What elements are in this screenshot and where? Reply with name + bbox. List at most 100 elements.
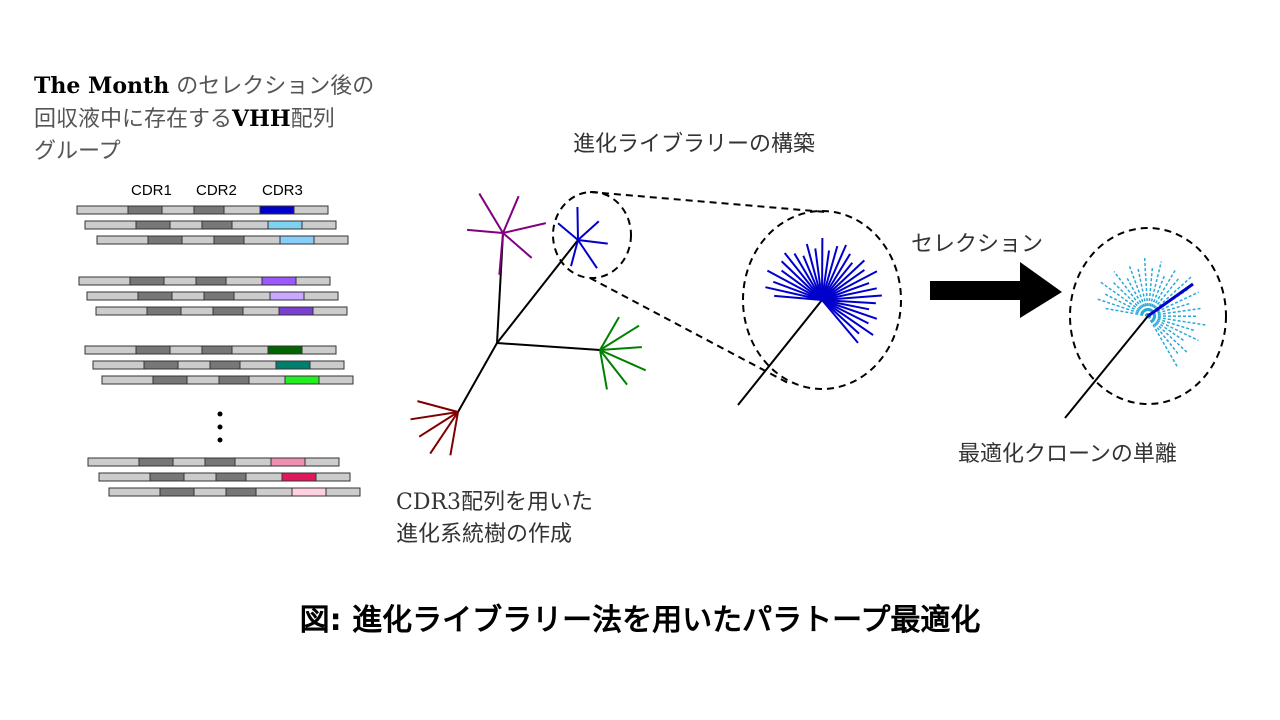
fan-branch bbox=[814, 248, 823, 301]
sequence-row bbox=[78, 276, 331, 286]
selected-trunk bbox=[1064, 315, 1149, 419]
selection-arrow bbox=[930, 262, 1062, 318]
sequence-segment bbox=[212, 306, 244, 316]
sequence-segment bbox=[201, 220, 233, 230]
fan-branch bbox=[821, 262, 854, 301]
intro-vhh: VHH bbox=[232, 106, 291, 132]
fan-branch bbox=[410, 411, 459, 421]
fan-branch bbox=[1104, 307, 1149, 317]
fan-branch bbox=[821, 245, 839, 301]
fan-branch bbox=[1147, 315, 1189, 354]
fan-branch bbox=[599, 324, 640, 351]
sequence-segment bbox=[129, 276, 165, 286]
sequence-segment bbox=[225, 487, 257, 497]
sequence-segment bbox=[209, 360, 241, 370]
cdr1-header: CDR1 bbox=[131, 182, 172, 199]
branch-blue-fan bbox=[557, 206, 608, 269]
sequence-row bbox=[84, 345, 337, 355]
fan-branch bbox=[577, 239, 608, 245]
sequence-segment bbox=[239, 360, 277, 370]
sequence-segment bbox=[108, 487, 161, 497]
cdr2-header: CDR2 bbox=[196, 182, 237, 199]
sequence-segment bbox=[138, 457, 174, 467]
sequence-segment bbox=[213, 235, 245, 245]
sequence-segment bbox=[245, 472, 283, 482]
sequence-segment bbox=[177, 360, 211, 370]
phylo-tree bbox=[457, 232, 601, 413]
fan-branch bbox=[467, 228, 504, 234]
fan-branch bbox=[1147, 278, 1179, 317]
fan-branch bbox=[1147, 315, 1199, 342]
sequence-segment bbox=[312, 306, 348, 316]
intro-line3: グループ bbox=[34, 139, 121, 164]
sequence-segment bbox=[233, 291, 271, 301]
sequence-segment bbox=[98, 472, 151, 482]
sequence-row bbox=[87, 457, 340, 467]
fan-branch bbox=[1137, 268, 1149, 317]
isolation-label: 最適化クローンの単離 bbox=[958, 442, 1177, 467]
sequence-segment bbox=[152, 375, 188, 385]
fan-branch bbox=[1147, 274, 1166, 317]
sequence-segment bbox=[261, 276, 297, 286]
fan-branch bbox=[821, 294, 882, 301]
fan-branch bbox=[1128, 265, 1149, 317]
fan-branch bbox=[821, 270, 878, 301]
intro-line2-pre: 回収液中に存在する bbox=[34, 107, 233, 132]
fan-branch bbox=[765, 286, 823, 301]
fan-branch bbox=[802, 255, 823, 301]
sequence-segment bbox=[186, 375, 220, 385]
fan-branch bbox=[1126, 277, 1149, 317]
sequence-segment bbox=[269, 291, 305, 301]
fan-branch bbox=[821, 269, 865, 301]
sequence-segment bbox=[291, 487, 327, 497]
fan-branch bbox=[1104, 293, 1149, 317]
sequence-segment bbox=[87, 457, 140, 467]
sequence-segment bbox=[255, 487, 293, 497]
sequence-segment bbox=[84, 220, 137, 230]
sequence-segment bbox=[180, 306, 214, 316]
sequence-segment bbox=[181, 235, 215, 245]
fan-branch bbox=[498, 232, 504, 275]
sequence-segment bbox=[270, 457, 306, 467]
sequence-segment bbox=[275, 360, 311, 370]
intro-line1-rest: のセレクション後の bbox=[176, 74, 375, 99]
sequence-segment bbox=[135, 220, 171, 230]
fan-branch bbox=[417, 400, 459, 413]
fan-branch bbox=[1147, 291, 1199, 317]
sequence-segment bbox=[201, 345, 233, 355]
sequence-segment bbox=[242, 306, 280, 316]
sequence-segment bbox=[96, 235, 149, 245]
tree-label-line1: CDR3配列を用いた bbox=[396, 490, 594, 515]
library-construction-label: 進化ライブラリーの構築 bbox=[573, 132, 816, 157]
sequence-segment bbox=[95, 306, 148, 316]
branch-purple-fan bbox=[467, 193, 547, 275]
sequence-segment bbox=[284, 375, 320, 385]
selected-clone-branch bbox=[1147, 282, 1194, 318]
fan-branch bbox=[821, 299, 869, 325]
fan-branch bbox=[1147, 315, 1196, 332]
fan-branch bbox=[570, 239, 579, 267]
fan-branch bbox=[599, 346, 642, 351]
sequence-segment bbox=[231, 345, 269, 355]
fan-branch bbox=[577, 239, 598, 269]
fan-branch bbox=[502, 232, 533, 259]
fan-branch bbox=[821, 282, 870, 301]
branch-green-fan bbox=[599, 316, 647, 390]
sequence-segment bbox=[92, 360, 145, 370]
sequence-segment bbox=[137, 291, 173, 301]
zoom-circles bbox=[552, 191, 1227, 405]
fan-branch bbox=[1113, 271, 1149, 317]
sequence-segment bbox=[248, 375, 286, 385]
fan-branch bbox=[557, 222, 579, 241]
sequence-segment bbox=[234, 457, 272, 467]
sequence-segment bbox=[147, 235, 183, 245]
fan-branch bbox=[780, 260, 823, 301]
sequence-segment bbox=[309, 360, 345, 370]
fan-branch bbox=[418, 411, 459, 438]
fan-branch bbox=[1147, 302, 1191, 317]
fan-branch bbox=[821, 299, 878, 320]
tree-label-line2: 進化系統樹の作成 bbox=[396, 522, 573, 547]
figure-caption: 図: 進化ライブラリー法を用いたパラトープ最適化 bbox=[299, 603, 981, 638]
sequence-segment bbox=[279, 235, 315, 245]
fan-branch bbox=[766, 269, 823, 301]
